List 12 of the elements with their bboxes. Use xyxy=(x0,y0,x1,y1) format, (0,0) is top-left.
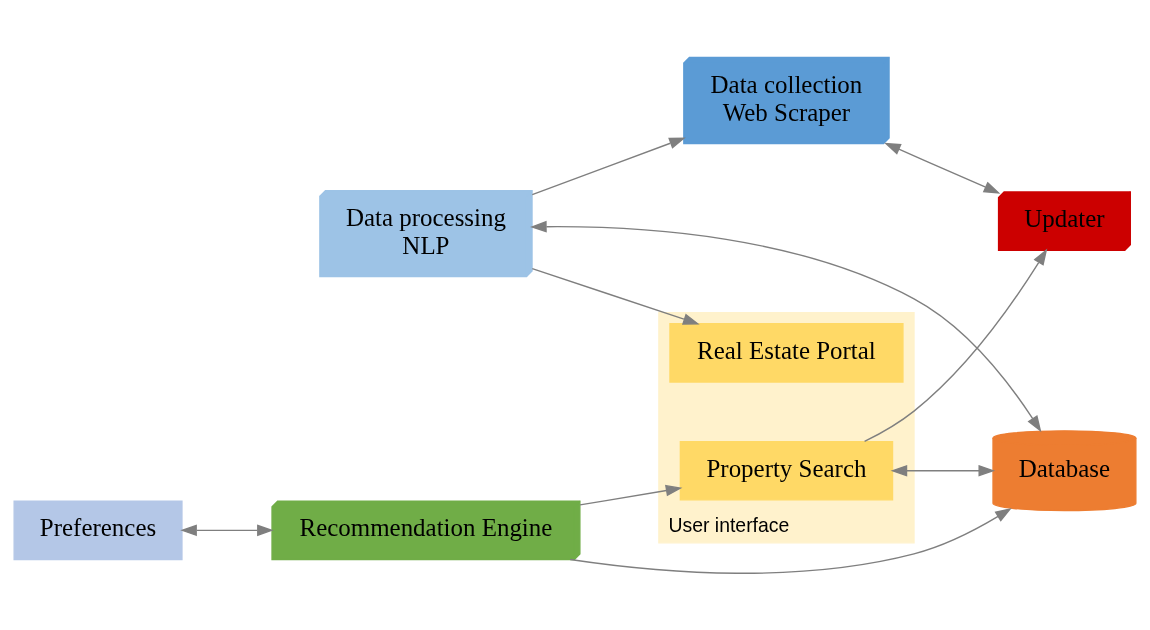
arrow xyxy=(890,464,996,477)
arrow xyxy=(531,136,686,195)
arrow xyxy=(863,248,1048,442)
arrow xyxy=(531,267,700,325)
node-box: Preferences xyxy=(13,500,183,560)
arrow xyxy=(180,524,274,536)
arrow xyxy=(530,220,1042,432)
node-box: Property Search xyxy=(679,440,894,501)
arrow xyxy=(884,142,1001,194)
arrow xyxy=(579,484,683,506)
arrow xyxy=(569,507,1012,574)
node-box: Real Estate Portal xyxy=(669,322,904,383)
